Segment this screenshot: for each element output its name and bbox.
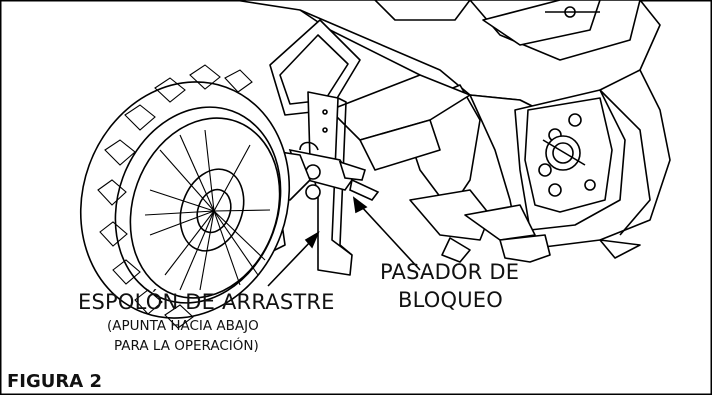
figure-caption: FIGURA 2 (7, 371, 102, 392)
leader-arrows (267, 196, 421, 287)
tines (441, 234, 641, 263)
lock-pin-line1: PASADOR DE (380, 260, 520, 284)
lock-pin (288, 141, 380, 201)
drag-spur-note-line2: PARA LA OPERACIÓN) (114, 338, 259, 354)
drag-spur-title: ESPOLÓN DE ARRASTRE (78, 290, 335, 314)
transmission-housing (399, 69, 671, 251)
wheel-bracket (269, 19, 471, 171)
drag-spur-note-line1: (APUNTA HACIA ABAJO (107, 318, 259, 334)
lock-pin-line2: BLOQUEO (398, 288, 503, 312)
tiller-frame (234, 0, 661, 121)
wheel (79, 64, 291, 329)
